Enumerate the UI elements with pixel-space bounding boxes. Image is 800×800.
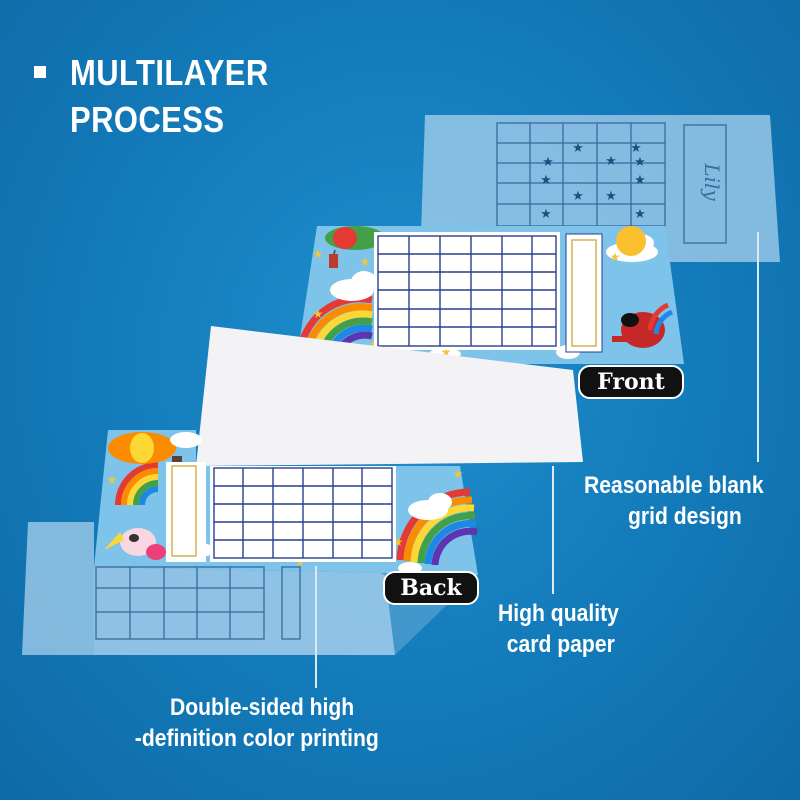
svg-text:★: ★ (360, 255, 371, 269)
svg-text:★: ★ (630, 140, 642, 155)
svg-text:★: ★ (540, 172, 552, 187)
svg-text:★: ★ (634, 154, 646, 169)
caption-grid-design: Reasonable blank grid design (584, 470, 764, 532)
caption-printing: Double-sided high -definition color prin… (135, 692, 379, 754)
svg-text:★: ★ (313, 247, 324, 261)
svg-text:★: ★ (540, 206, 552, 221)
svg-text:★: ★ (634, 206, 646, 221)
svg-text:★: ★ (107, 473, 118, 487)
caption-printing-line-2: -definition color printing (134, 725, 379, 752)
svg-text:★: ★ (610, 250, 621, 264)
heading-line-2: PROCESS (70, 99, 225, 140)
svg-text:★: ★ (453, 467, 464, 481)
svg-text:★: ★ (634, 172, 646, 187)
svg-text:★: ★ (542, 154, 554, 169)
bottom-transparent-sheet (22, 522, 478, 655)
connector-line-printing (315, 566, 317, 688)
back-printed-sheet: ★★ ★★ (94, 430, 478, 575)
svg-text:Lily: Lily (700, 162, 724, 201)
star-stickers: ★ ★ ★ ★ ★ ★ ★ ★ ★ ★ ★ (540, 140, 646, 221)
svg-text:★: ★ (605, 188, 617, 203)
front-label: Front (578, 365, 684, 399)
caption-grid-line-2: grid design (628, 503, 742, 530)
caption-printing-line-1: Double-sided high (170, 694, 355, 721)
svg-text:★: ★ (572, 140, 584, 155)
caption-grid-line-1: Reasonable blank (584, 472, 764, 499)
svg-text:★: ★ (313, 307, 324, 321)
connector-line-grid (757, 232, 759, 462)
front-printed-sheet: ★★ ★★ ★★ (295, 226, 684, 364)
caption-card-paper: High quality card paper (498, 598, 619, 660)
svg-text:★: ★ (393, 535, 404, 549)
back-label: Back (383, 571, 479, 605)
bullet-square (34, 66, 46, 78)
svg-text:★: ★ (605, 153, 617, 168)
svg-text:★: ★ (572, 188, 584, 203)
heading-line-1: MULTILAYER (70, 52, 269, 93)
connector-line-paper (552, 466, 554, 594)
svg-text:★: ★ (441, 345, 452, 359)
card-paper-sheet (196, 326, 583, 466)
top-transparent-sheet: Lily ★ ★ ★ ★ ★ ★ ★ ★ ★ ★ ★ (420, 115, 780, 262)
caption-paper-line-2: card paper (506, 631, 615, 658)
caption-paper-line-1: High quality (498, 600, 619, 627)
